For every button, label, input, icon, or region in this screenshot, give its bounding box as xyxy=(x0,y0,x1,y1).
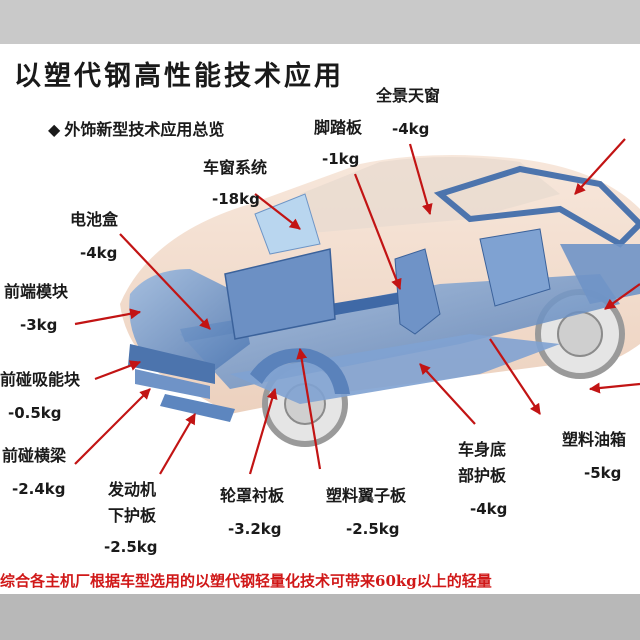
label-engine-guard-2: 下护板 xyxy=(108,506,157,525)
label-engine-guard-1: 发动机 xyxy=(108,480,157,499)
label-wheel-arch-liner: 轮罩衬板 xyxy=(220,486,285,505)
arrow-wheel-arch-liner xyxy=(248,387,278,475)
engine-underguard xyxy=(160,394,235,422)
bottom-border-band xyxy=(0,594,640,640)
footnote: 综合各主机厂根据车型选用的以塑代钢轻量化技术可带来60kg以上的轻量 xyxy=(0,572,492,590)
seat-front xyxy=(394,248,441,335)
weight-front-module: -3kg xyxy=(20,316,58,334)
arrow-step-board xyxy=(353,173,402,291)
weight-energy-absorber: -0.5kg xyxy=(8,404,62,422)
arrow-top-right xyxy=(574,138,626,195)
energy-absorber xyxy=(135,369,210,399)
underbody xyxy=(230,334,560,404)
front-bumper-beam xyxy=(128,344,215,384)
subtitle: ◆外饰新型技术应用总览 xyxy=(48,116,224,140)
slide: 以塑代钢高性能技术应用 ◆外饰新型技术应用总览 全景天窗 -4kg 脚踏板 -1… xyxy=(0,44,640,594)
label-energy-absorber: 前碰吸能块 xyxy=(0,370,81,389)
label-battery-box: 电池盒 xyxy=(70,210,119,229)
arrow-fuel-tank xyxy=(588,382,640,394)
label-window-system: 车窗系统 xyxy=(203,158,268,177)
arrow-fender xyxy=(296,347,322,470)
weight-wheel-arch-liner: -3.2kg xyxy=(228,520,282,538)
label-underbody-guard-1: 车身底 xyxy=(458,440,507,459)
callout-arrows xyxy=(74,138,640,475)
arrow-bumper-beam xyxy=(74,388,151,465)
weight-plastic-fender: -2.5kg xyxy=(346,520,400,538)
subtitle-bullet-icon: ◆ xyxy=(48,120,61,139)
seat-rear xyxy=(479,228,551,307)
arrow-underbody-guard xyxy=(419,363,476,425)
roof-frame xyxy=(433,165,640,248)
weight-step-board: -1kg xyxy=(322,150,360,168)
weight-underbody-guard: -4kg xyxy=(470,500,508,518)
wheel-arch-liner xyxy=(250,348,350,394)
label-plastic-fender: 塑料翼子板 xyxy=(326,486,407,505)
arrow-underbody-right xyxy=(489,338,541,415)
weight-bumper-beam: -2.4kg xyxy=(12,480,66,498)
weight-plastic-fuel-tank: -5kg xyxy=(584,464,622,482)
label-bumper-beam: 前碰横梁 xyxy=(2,446,67,465)
page-title: 以塑代钢高性能技术应用 xyxy=(14,61,344,92)
weight-panoramic-roof: -4kg xyxy=(392,120,430,138)
top-border-band xyxy=(0,0,640,44)
windshield xyxy=(254,193,321,255)
arrow-battery-box xyxy=(119,233,211,330)
arrow-engine-guard xyxy=(159,413,196,475)
label-step-board: 脚踏板 xyxy=(314,118,363,137)
arrow-front-module xyxy=(74,308,142,326)
label-plastic-fuel-tank: 塑料油箱 xyxy=(562,430,627,449)
arrow-window-system xyxy=(254,193,301,230)
weight-battery-box: -4kg xyxy=(80,244,118,262)
rear-section xyxy=(560,244,640,304)
subtitle-text: 外饰新型技术应用总览 xyxy=(64,120,225,139)
arrow-right-edge xyxy=(604,283,640,310)
arrow-panoramic-roof xyxy=(408,143,433,216)
label-front-module: 前端模块 xyxy=(4,282,69,301)
car-body-diagram xyxy=(74,138,640,475)
battery-box xyxy=(224,248,336,340)
label-panoramic-roof: 全景天窗 xyxy=(376,86,441,105)
label-underbody-guard-2: 部护板 xyxy=(458,466,507,485)
weight-window-system: -18kg xyxy=(212,190,260,208)
arrow-energy-absorber xyxy=(94,360,142,381)
weight-engine-guard: -2.5kg xyxy=(104,538,158,556)
front-module xyxy=(129,269,250,374)
